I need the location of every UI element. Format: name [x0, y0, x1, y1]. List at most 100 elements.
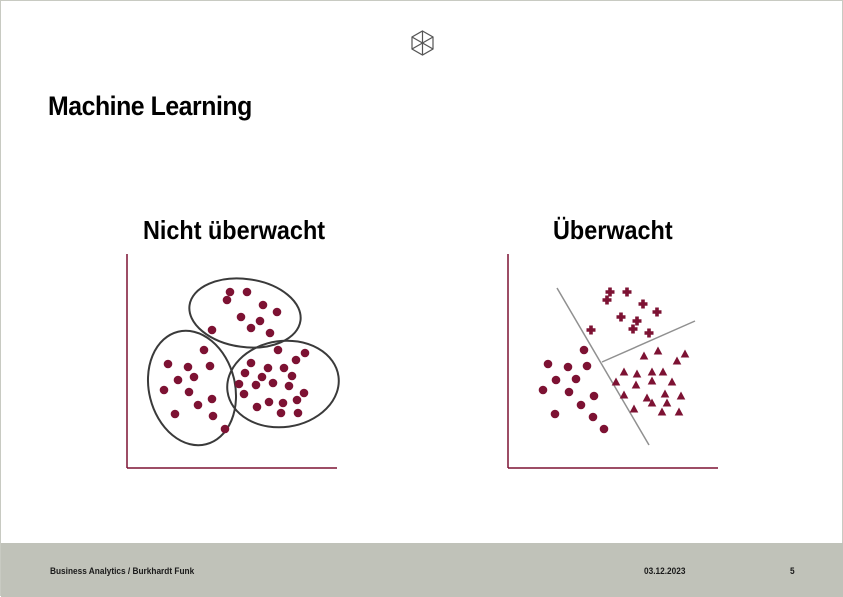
footer-author: Business Analytics / Burkhardt Funk — [50, 566, 195, 576]
data-point — [183, 362, 193, 372]
class-b-point — [674, 407, 684, 416]
decision-boundary-branch — [601, 320, 696, 363]
data-point — [599, 424, 609, 434]
data-point — [273, 345, 283, 355]
class-a-point — [622, 287, 632, 297]
data-point — [163, 359, 173, 369]
data-point — [246, 358, 256, 368]
data-point — [563, 362, 573, 372]
data-point — [284, 381, 294, 391]
data-point — [220, 424, 230, 434]
data-point — [588, 412, 598, 422]
data-point — [225, 287, 235, 297]
data-point — [268, 378, 278, 388]
class-b-point — [632, 369, 642, 378]
data-point — [263, 363, 273, 373]
data-point — [159, 385, 169, 395]
data-point — [279, 363, 289, 373]
class-b-point — [653, 346, 663, 355]
class-a-point — [652, 307, 662, 317]
data-point — [240, 368, 250, 378]
data-point — [287, 371, 297, 381]
class-a-point — [632, 316, 642, 326]
footer-page-number: 5 — [790, 566, 795, 576]
data-point — [252, 402, 262, 412]
class-a-point — [628, 324, 638, 334]
data-point — [276, 408, 286, 418]
data-point — [170, 409, 180, 419]
class-b-point — [611, 377, 621, 386]
data-point — [257, 372, 267, 382]
slide-title: Machine Learning — [48, 91, 252, 121]
class-b-point — [642, 393, 652, 402]
class-b-point — [660, 389, 670, 398]
ml-diagram — [126, 254, 718, 469]
data-point — [234, 379, 244, 389]
class-b-point — [619, 367, 629, 376]
class-b-point — [676, 391, 686, 400]
cube-wireframe-icon — [411, 30, 434, 56]
data-point — [265, 328, 275, 338]
data-point — [207, 325, 217, 335]
data-point — [199, 345, 209, 355]
data-point — [246, 323, 256, 333]
class-a-point — [616, 312, 626, 322]
data-point — [258, 300, 268, 310]
class-b-point — [662, 398, 672, 407]
data-point — [291, 355, 301, 365]
cluster-ellipse-right — [226, 339, 340, 429]
supervised-diagram — [507, 254, 718, 469]
data-point — [576, 400, 586, 410]
class-b-point — [658, 367, 668, 376]
class-b-point — [647, 398, 657, 407]
data-point — [538, 385, 548, 395]
data-point — [173, 375, 183, 385]
cluster-ellipse-top — [188, 277, 302, 349]
data-point — [543, 359, 553, 369]
unsupervised-panel-title: Nicht überwacht — [143, 215, 326, 245]
data-point — [293, 408, 303, 418]
data-point — [272, 307, 282, 317]
data-point — [300, 348, 310, 358]
class-a-point — [586, 325, 596, 335]
data-point — [208, 411, 218, 421]
class-b-point — [667, 377, 677, 386]
footer-date: 03.12.2023 — [644, 566, 686, 576]
data-point — [205, 361, 215, 371]
data-point — [251, 380, 261, 390]
class-b-point — [680, 349, 690, 358]
footer-bar: Business Analytics / Burkhardt Funk 03.1… — [1, 543, 843, 597]
data-point — [278, 398, 288, 408]
class-b-point — [631, 380, 641, 389]
class-a-point — [605, 287, 615, 297]
data-point — [582, 361, 592, 371]
class-a-point — [602, 295, 612, 305]
data-point — [564, 387, 574, 397]
class-b-point — [647, 376, 657, 385]
data-point — [239, 389, 249, 399]
class-b-point — [629, 404, 639, 413]
class-b-point — [672, 356, 682, 365]
class-a-point — [638, 299, 648, 309]
data-point — [236, 312, 246, 322]
data-point — [242, 287, 252, 297]
data-point — [299, 388, 309, 398]
unsupervised-diagram — [126, 254, 340, 469]
data-point — [264, 397, 274, 407]
cluster-ellipse-left — [146, 329, 238, 447]
data-point — [550, 409, 560, 419]
data-point — [292, 395, 302, 405]
data-point — [589, 391, 599, 401]
data-point — [193, 400, 203, 410]
data-point — [571, 374, 581, 384]
data-point — [207, 394, 217, 404]
class-b-point — [639, 351, 649, 360]
data-point — [222, 295, 232, 305]
decision-boundary-main — [556, 287, 650, 446]
data-point — [551, 375, 561, 385]
data-point — [189, 372, 199, 382]
data-point — [255, 316, 265, 326]
class-a-point — [644, 328, 654, 338]
data-point — [579, 345, 589, 355]
